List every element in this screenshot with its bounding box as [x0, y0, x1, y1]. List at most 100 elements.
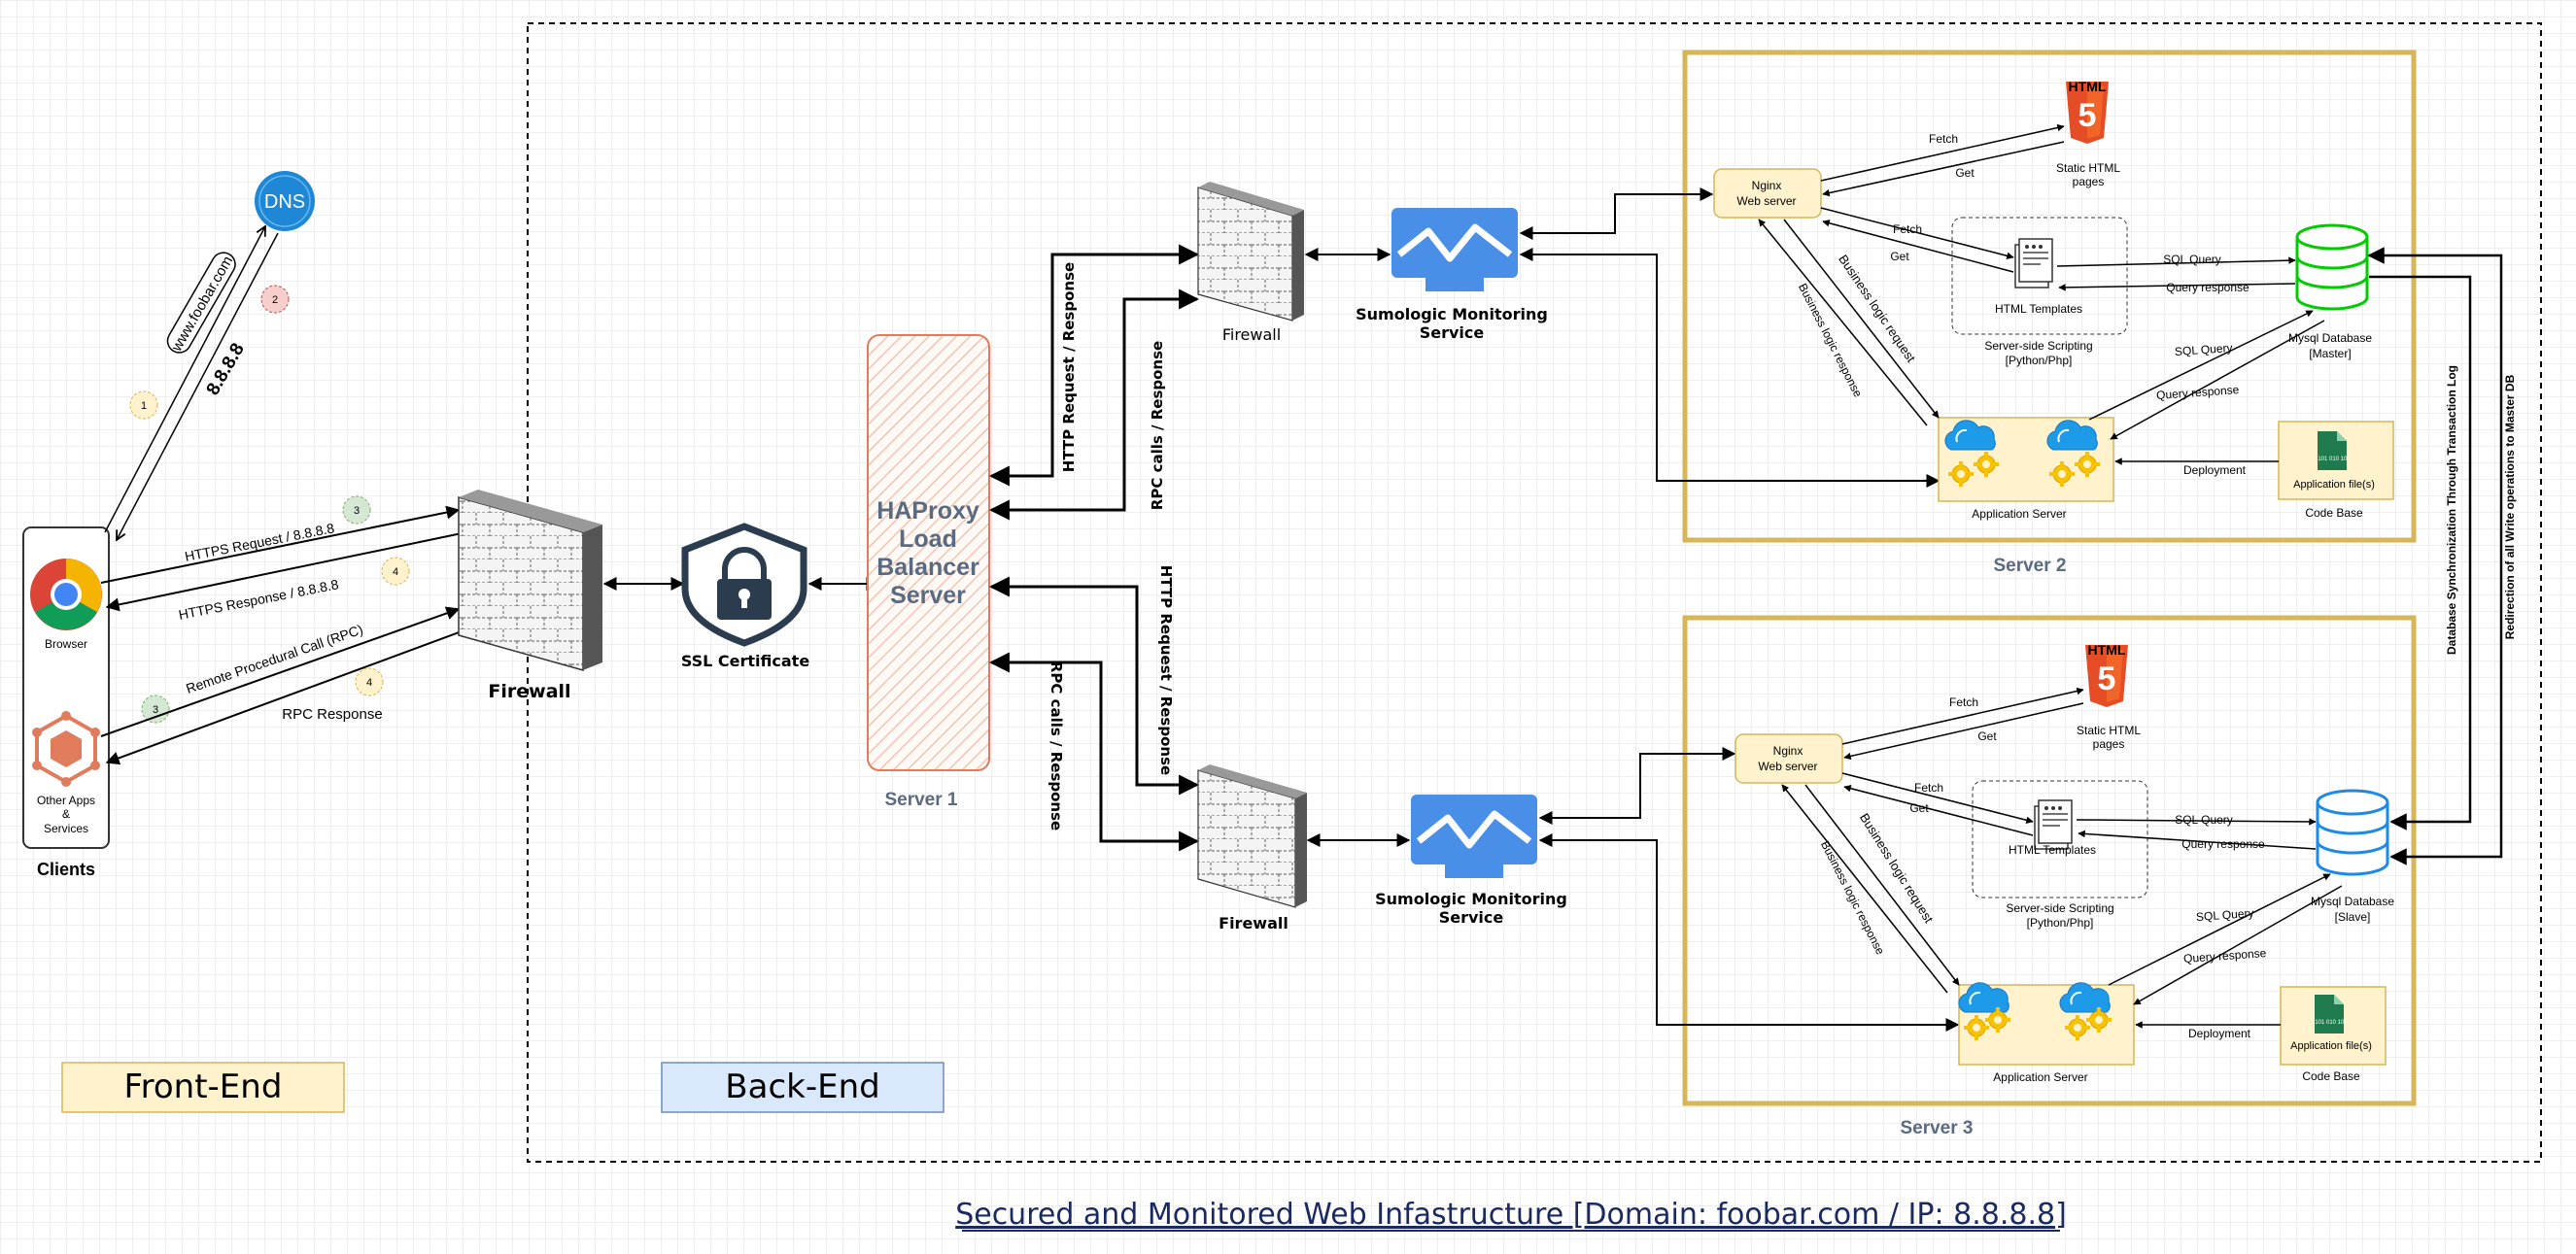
step-badges [129, 285, 410, 724]
other-apps-label-1: Other Apps [37, 794, 95, 807]
s2-db-1: Mysql Database [2288, 331, 2372, 345]
s2-code-base: Code Base [2305, 506, 2363, 520]
s2-db-icon [2295, 223, 2369, 311]
dns-query-label: www.foobar.com [168, 254, 236, 356]
s3-nginx-1: Nginx [1773, 744, 1803, 758]
lb-line-3: Balancer [876, 554, 979, 581]
dns-answer-label: 8.8.8.8 [203, 340, 249, 399]
rpc-edge-bottom: RPC calls / Response [1048, 661, 1065, 830]
other-apps-label-2: & [62, 807, 70, 821]
s3-templates-label: HTML Templates [2009, 843, 2096, 857]
s3-static-2: pages [2093, 737, 2125, 751]
step-2: 2 [272, 294, 278, 306]
s3-nginx-box [1735, 733, 1843, 784]
monitoring-icon-top [1391, 208, 1518, 291]
s3-sql-query-1: SQL Query [2175, 813, 2233, 827]
dns-label: DNS [264, 191, 305, 213]
s2-sql-query-2: SQL Query [2175, 341, 2233, 358]
s3-business-response: Business logic response [1818, 838, 1887, 957]
step-3-rpc: 3 [153, 704, 158, 716]
s3-sql-query-2: SQL Query [2196, 906, 2254, 924]
legend-backend-label: Back-End [725, 1068, 879, 1106]
s3-html-badge: HTML [2088, 642, 2126, 658]
lb-line-2: Load [899, 525, 957, 553]
monitoring-icon-bottom [1411, 795, 1537, 878]
s2-static-1: Static HTML [2056, 161, 2120, 175]
load-balancer-box [867, 334, 990, 771]
http-edge-bottom: HTTP Request / Response [1157, 565, 1175, 775]
s2-query-response-1: Query response [2166, 281, 2250, 294]
server1-label: Server 1 [884, 790, 957, 810]
db-sync-label: Database Synchronization Through Transac… [2445, 365, 2458, 655]
other-apps-label-3: Services [44, 822, 88, 835]
s3-get-2: Get [1909, 801, 1929, 815]
s3-templates-box [1972, 780, 2148, 898]
https-response-label: HTTPS Response / 8.8.8.8 [177, 576, 339, 623]
frontend-firewall-icon [458, 490, 602, 671]
s2-sql-query-1: SQL Query [2163, 253, 2221, 266]
s3-app-files: Application file(s) [2290, 1040, 2372, 1052]
s2-file-icon [2318, 431, 2347, 470]
s3-static-1: Static HTML [2077, 724, 2141, 737]
s3-fetch-1: Fetch [1949, 695, 1978, 709]
s2-scripting-2: [Python/Php] [2006, 354, 2073, 367]
s2-binary: 101 010 101 [2318, 457, 2351, 462]
legend-frontend-label: Front-End [124, 1068, 283, 1106]
s2-fetch-2: Fetch [1893, 222, 1922, 236]
s2-fetch-1: Fetch [1929, 132, 1958, 146]
s3-get-1: Get [1977, 729, 1997, 743]
ssl-shield-icon [681, 523, 807, 647]
s3-template-icon [2034, 799, 2073, 850]
backend-boundary [527, 22, 2542, 1163]
s3-binary: 101 010 101 [2315, 1020, 2348, 1026]
lb-line-4: Server [890, 582, 966, 609]
frontend-firewall-label: Firewall [488, 681, 570, 702]
s2-business-request: Business logic request [1836, 252, 1918, 365]
monitor-bottom-label-2: Service [1439, 908, 1504, 927]
s3-file-icon [2315, 995, 2344, 1034]
s3-scripting-1: Server-side Scripting [2006, 901, 2113, 915]
s3-nginx-2: Web server [1758, 760, 1817, 773]
s3-db-icon [2316, 789, 2389, 876]
firewall-bottom-label: Firewall [1219, 914, 1288, 932]
s2-scripting-1: Server-side Scripting [1984, 339, 2092, 353]
step-4-rpc: 4 [366, 677, 372, 689]
firewall-top-label: Firewall [1222, 325, 1281, 344]
monitor-top-label-2: Service [1420, 323, 1485, 342]
lb-line-1: HAProxy [876, 497, 979, 525]
s2-templates-box [1951, 217, 2128, 335]
s3-deployment: Deployment [2188, 1027, 2251, 1040]
s2-nginx-2: Web server [1736, 194, 1796, 208]
rpc-label: Remote Procedural Call (RPC) [184, 622, 364, 696]
server2-label: Server 2 [1993, 556, 2066, 576]
legend-frontend-box [61, 1062, 345, 1113]
redirect-write-label: Redirection of all Write operations to M… [2503, 374, 2517, 639]
chrome-icon [30, 559, 102, 630]
s2-app-files: Application file(s) [2293, 479, 2375, 491]
s2-get-2: Get [1890, 250, 1909, 263]
monitor-top-label-1: Sumologic Monitoring [1356, 305, 1548, 323]
legend-backend-box [661, 1062, 945, 1113]
s2-business-response: Business logic response [1796, 281, 1865, 399]
rpc-response-label: RPC Response [282, 706, 382, 723]
s2-query-response-2: Query response [2156, 383, 2240, 402]
step-3-https: 3 [354, 505, 360, 517]
s2-get-1: Get [1955, 166, 1975, 180]
firewall-top-icon [1197, 182, 1304, 322]
apps-services-icon [32, 711, 100, 787]
clients-label: Clients [37, 860, 95, 879]
server3-label: Server 3 [1900, 1118, 1973, 1138]
s2-nginx-1: Nginx [1752, 179, 1782, 192]
s3-scripting-2: [Python/Php] [2027, 916, 2094, 930]
firewall-bottom-icon [1197, 764, 1307, 908]
s2-static-2: pages [2073, 175, 2105, 188]
s3-fetch-2: Fetch [1914, 781, 1943, 795]
s3-db-1: Mysql Database [2311, 895, 2394, 908]
s3-query-response-2: Query response [2183, 946, 2267, 966]
s2-templates-label: HTML Templates [1995, 302, 2082, 316]
s2-nginx-box [1713, 168, 1822, 219]
s2-deployment: Deployment [2183, 463, 2247, 477]
s2-template-icon [2014, 238, 2053, 288]
http-edge-top: HTTP Request / Response [1060, 262, 1078, 472]
